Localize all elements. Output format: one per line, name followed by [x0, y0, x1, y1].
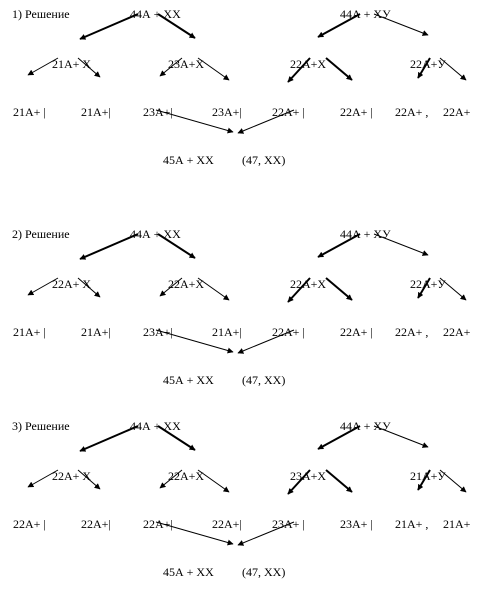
fragment-label: 23А+| [212, 105, 242, 119]
arrow [373, 425, 429, 448]
gamete-label: 22А+Х [290, 57, 326, 71]
arrow [417, 57, 431, 79]
arrow [373, 233, 429, 256]
gamete-label: 22А+Х [168, 469, 204, 483]
arrow [287, 469, 311, 495]
fragment-label: 21А+ , [395, 517, 428, 531]
fragment-label: 21А+| [81, 325, 111, 339]
parent-genotype: 44А + ХХ [130, 7, 181, 21]
arrow [159, 469, 183, 489]
fragment-label: 23А+| [143, 325, 173, 339]
gamete-label: 22А+У [410, 277, 446, 291]
gamete-label: 22А+У [410, 57, 446, 71]
karyotype-label: (47, ХХ) [242, 153, 285, 167]
arrow [79, 233, 139, 260]
arrow [27, 277, 59, 296]
arrow [197, 469, 230, 493]
gamete-label: 22А+Х [168, 277, 204, 291]
karyotype-label: (47, ХХ) [242, 373, 285, 387]
arrow [317, 425, 361, 450]
arrow [373, 13, 429, 36]
arrow [325, 469, 353, 493]
arrow [159, 277, 183, 297]
result-genotype: 45А + ХХ [163, 153, 214, 167]
arrow [159, 57, 183, 77]
arrow [439, 277, 467, 301]
parent-genotype: 44А + ХУ [340, 419, 391, 433]
fragment-label: 22А+| [81, 517, 111, 531]
arrow [439, 57, 467, 81]
parent-genotype: 44А + ХХ [130, 227, 181, 241]
arrow [317, 233, 361, 258]
fragment-label: 23А+ | [340, 517, 373, 531]
result-genotype: 45А + ХХ [163, 373, 214, 387]
arrow [237, 329, 295, 354]
arrow [157, 425, 196, 451]
arrow [317, 13, 361, 38]
arrow [155, 329, 234, 354]
fragment-label: 22А+ [443, 105, 471, 119]
arrow [237, 109, 295, 134]
arrow [237, 521, 295, 546]
fragment-label: 21А+| [81, 105, 111, 119]
parent-genotype: 44А + ХУ [340, 7, 391, 21]
solution-heading: 2) Решение [12, 227, 70, 241]
fragment-label: 22А+ , [395, 105, 428, 119]
solution-heading: 3) Решение [12, 419, 70, 433]
arrow [157, 233, 196, 259]
fragment-label: 22А+ [443, 325, 471, 339]
arrow [79, 13, 139, 40]
fragment-label: 21А+ | [13, 105, 46, 119]
parent-genotype: 44А + ХХ [130, 419, 181, 433]
arrow [155, 521, 234, 546]
fragment-label: 22А+ | [340, 105, 373, 119]
arrow [27, 57, 59, 76]
result-genotype: 45А + ХХ [163, 565, 214, 579]
gamete-label: 22А+Х [290, 277, 326, 291]
arrow [197, 277, 230, 301]
fragment-label: 22А+| [212, 517, 242, 531]
fragment-label: 22А+| [143, 517, 173, 531]
fragment-label: 22А+ , [395, 325, 428, 339]
arrow [287, 277, 311, 303]
arrow [157, 13, 196, 39]
karyotype-label: (47, ХХ) [242, 565, 285, 579]
gamete-label: 23А+Х [290, 469, 326, 483]
arrow [77, 277, 101, 298]
fragment-label: 21А+ | [13, 325, 46, 339]
fragment-label: 23А+| [143, 105, 173, 119]
fragment-label: 22А+ | [13, 517, 46, 531]
arrow [155, 109, 234, 134]
arrow [27, 469, 59, 488]
arrow [417, 469, 431, 491]
arrow [325, 277, 353, 301]
arrow [77, 469, 101, 490]
arrow [325, 57, 353, 81]
gamete-label: 21А+У [410, 469, 446, 483]
fragment-label: 21А+ [443, 517, 471, 531]
fragment-label: 22А+ | [340, 325, 373, 339]
gamete-label: 23А+Х [168, 57, 204, 71]
arrow [79, 425, 139, 452]
arrow [417, 277, 431, 299]
arrow [77, 57, 101, 78]
fragment-label: 21А+| [212, 325, 242, 339]
parent-genotype: 44А + ХУ [340, 227, 391, 241]
solution-heading: 1) Решение [12, 7, 70, 21]
arrow [439, 469, 467, 493]
arrow [287, 57, 311, 83]
arrow [197, 57, 230, 81]
